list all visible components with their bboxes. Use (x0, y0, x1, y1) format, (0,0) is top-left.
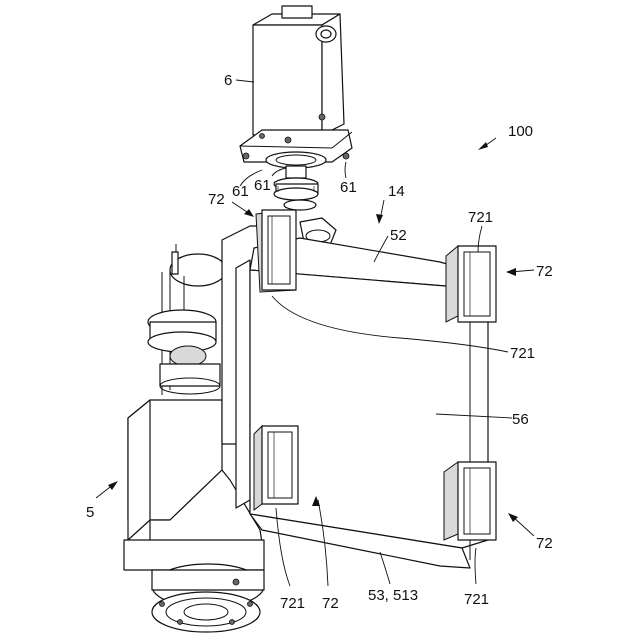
label-61-left: 61 (232, 183, 249, 200)
label-72-top: 72 (208, 191, 225, 208)
label-72-bottom-right: 72 (536, 535, 553, 552)
slide-block-bottom-left (254, 426, 298, 510)
label-721-mid: 721 (510, 345, 535, 362)
motor-6 (240, 6, 352, 168)
label-72-right: 72 (536, 263, 553, 280)
label-721-bottom-right: 721 (464, 591, 489, 608)
slide-block-bottom-right (444, 462, 496, 540)
slide-block-top-right (446, 246, 496, 322)
label-721-bottom-left: 721 (280, 595, 305, 612)
label-14: 14 (388, 183, 405, 200)
label-721-top: 721 (468, 209, 493, 226)
label-61-center: 61 (254, 177, 271, 194)
slide-block-top-left (256, 210, 296, 292)
label-5: 5 (86, 504, 94, 521)
label-72-bottom: 72 (322, 595, 339, 612)
label-61-right: 61 (340, 179, 357, 196)
label-56: 56 (512, 411, 529, 428)
label-100: 100 (508, 123, 533, 140)
label-52: 52 (390, 227, 407, 244)
label-6: 6 (224, 72, 232, 89)
label-53-513: 53, 513 (368, 587, 418, 604)
